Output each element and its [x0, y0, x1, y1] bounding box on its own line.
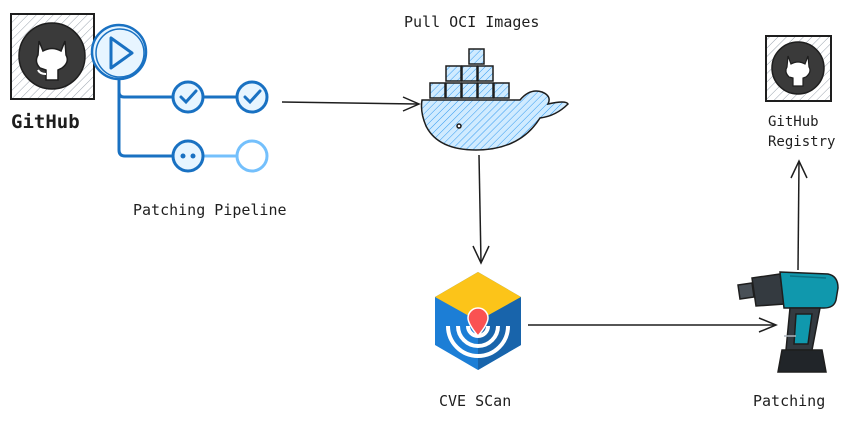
pipeline-step-1-check-icon	[171, 80, 205, 114]
pipeline-step-4-pending-icon	[235, 139, 269, 173]
pipeline-step-3-running-icon	[171, 139, 205, 173]
arrow-patching-to-registry	[790, 159, 808, 271]
github-octocat-icon	[10, 13, 95, 100]
power-drill-icon	[737, 271, 839, 373]
github-registry-label-line1: GitHub	[768, 114, 819, 130]
cve-scan-label: CVE SCan	[439, 392, 511, 410]
pull-oci-images-label: Pull OCI Images	[404, 13, 539, 31]
patching-label: Patching	[753, 392, 825, 410]
github-label: GitHub	[11, 111, 80, 133]
arrow-scanner-to-patching	[528, 317, 778, 333]
docker-whale-icon	[420, 48, 569, 151]
pipeline-run-icon	[90, 23, 148, 81]
arrow-pipeline-to-docker	[281, 96, 421, 112]
cve-scanner-icon	[435, 272, 521, 370]
pipeline-step-2-check-icon	[235, 80, 269, 114]
arrow-docker-to-scanner	[472, 154, 490, 265]
pipeline-connectors	[117, 79, 236, 158]
github-registry-icon	[765, 35, 832, 102]
github-registry-label-line2: Registry	[768, 134, 835, 150]
patching-pipeline-label: Patching Pipeline	[133, 201, 287, 219]
